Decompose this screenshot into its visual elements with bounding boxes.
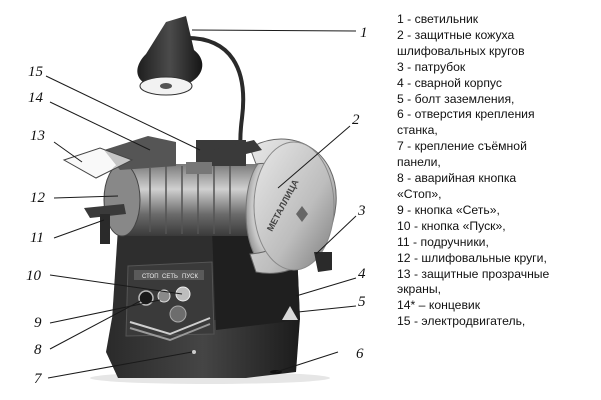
- leader-14: [49, 101, 151, 151]
- leader-5: [297, 305, 357, 313]
- legend-line: 15 - электродвигатель,: [397, 314, 526, 329]
- tool-rest-left: [84, 204, 126, 218]
- callout-15: 15: [28, 64, 44, 80]
- label-start: ПУСК: [182, 274, 198, 280]
- callout-10: 10: [26, 268, 42, 284]
- lamp-bulb: [160, 83, 172, 89]
- leader-15: [45, 75, 201, 151]
- callout-1: 1: [360, 25, 368, 41]
- callout-7: 7: [34, 371, 43, 387]
- leader-lines: [45, 29, 357, 379]
- legend-line: 4 - сварной корпус: [397, 75, 502, 90]
- callout-14: 14: [28, 90, 44, 106]
- dust-nozzle: [314, 252, 332, 272]
- label-stop: СТОП: [142, 274, 159, 280]
- guard-face: [253, 141, 335, 271]
- callout-6: 6: [356, 346, 364, 362]
- parts-legend: 1 - светильник 2 - защитные кожуха шлифо…: [397, 12, 597, 330]
- legend-line: 13 - защитные прозрачные: [397, 266, 550, 281]
- leader-6: [275, 351, 339, 373]
- legend-line: панели,: [397, 155, 441, 170]
- lamp-shade: [137, 16, 203, 88]
- callout-8: 8: [34, 342, 42, 358]
- leader-4: [295, 277, 357, 297]
- callout-numbers: 1 2 3 4 5 6 7 8 9 10 11 12 13 14 15: [26, 25, 368, 387]
- legend-line: 5 - болт заземления,: [397, 91, 515, 106]
- left-grinding-unit: [62, 136, 176, 244]
- callout-5: 5: [358, 294, 366, 310]
- panel-stripe: [129, 317, 211, 336]
- tool-rest-right: [212, 140, 262, 160]
- leader-1: [191, 29, 357, 32]
- legend-line: 11 - подручники,: [397, 234, 489, 249]
- panel-bolt: [192, 350, 196, 354]
- label-strip: [134, 270, 204, 280]
- motor-housing: [120, 164, 280, 236]
- tool-rest-left-post: [100, 214, 110, 244]
- motor-switch-plate: [186, 162, 212, 174]
- callout-2: 2: [352, 112, 360, 128]
- leader-11: [53, 219, 105, 239]
- callout-11: 11: [30, 230, 44, 246]
- callout-4: 4: [358, 266, 366, 282]
- panel-screw: [169, 305, 187, 323]
- guard-logo: [296, 206, 308, 222]
- leader-3: [315, 215, 357, 255]
- leader-13: [53, 141, 83, 163]
- start-button[interactable]: [175, 286, 191, 302]
- leader-7: [47, 351, 193, 379]
- legend-line: 1 - светильник: [397, 12, 479, 26]
- legend-line: 9 - кнопка «Сеть»,: [397, 202, 500, 217]
- callout-9: 9: [34, 315, 42, 331]
- legend-line: 8 - аварийная кнопка: [397, 171, 517, 186]
- callout-13: 13: [30, 128, 45, 144]
- leader-9: [49, 299, 161, 324]
- leader-12: [53, 195, 119, 199]
- legend-line: 6 - отверстия крепления: [397, 107, 535, 122]
- legend-line: «Стоп»,: [397, 186, 442, 201]
- legend-line: 12 - шлифовальные круги,: [397, 250, 547, 265]
- front-panel: [125, 261, 215, 337]
- callout-12: 12: [30, 190, 46, 206]
- legend-line: станка,: [397, 123, 438, 138]
- legend-line: экраны,: [397, 282, 441, 297]
- network-button[interactable]: [157, 289, 171, 303]
- legend-line: 2 - защитные кожуха: [397, 27, 515, 42]
- callout-3: 3: [357, 203, 366, 219]
- right-grinding-unit: МЕТАЛЛИЦА: [212, 138, 337, 274]
- legend-line: 10 - кнопка «Пуск»,: [397, 218, 506, 233]
- legend-line: 7 - крепление съёмной: [397, 139, 527, 154]
- panel-stripe: [129, 323, 211, 342]
- leader-10: [49, 274, 183, 295]
- leader-2: [277, 125, 351, 189]
- motor-ribs: [149, 166, 231, 234]
- warning-triangle: [282, 306, 298, 320]
- legend-line: шлифовальных кругов: [397, 43, 525, 58]
- transparent-screen: [62, 147, 134, 179]
- legend-line: 3 - патрубок: [397, 59, 466, 74]
- label-network: СЕТЬ: [162, 274, 178, 280]
- legend-line: 14* – концевик: [397, 298, 481, 313]
